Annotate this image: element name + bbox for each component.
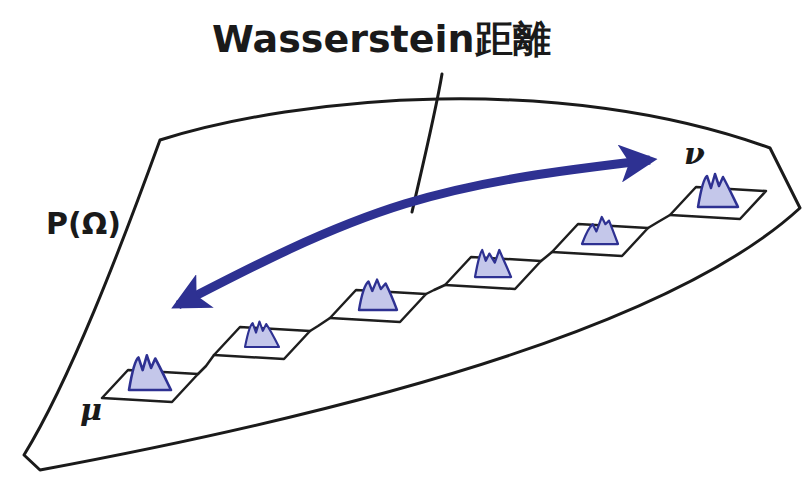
distance-label: Wasserstein距離 [212, 14, 551, 65]
distribution-square: ν [650, 140, 775, 240]
plane-outline [24, 99, 800, 470]
measure-label: μ [80, 392, 102, 427]
measure-label: ν [684, 136, 705, 171]
distribution-square: μ [78, 305, 203, 430]
space-label: P(Ω) [46, 206, 121, 241]
plane-outline [0, 60, 802, 479]
distance-arrow [178, 160, 650, 305]
square-outline [650, 140, 775, 240]
probability-space: μ νP(Ω) [0, 60, 802, 479]
